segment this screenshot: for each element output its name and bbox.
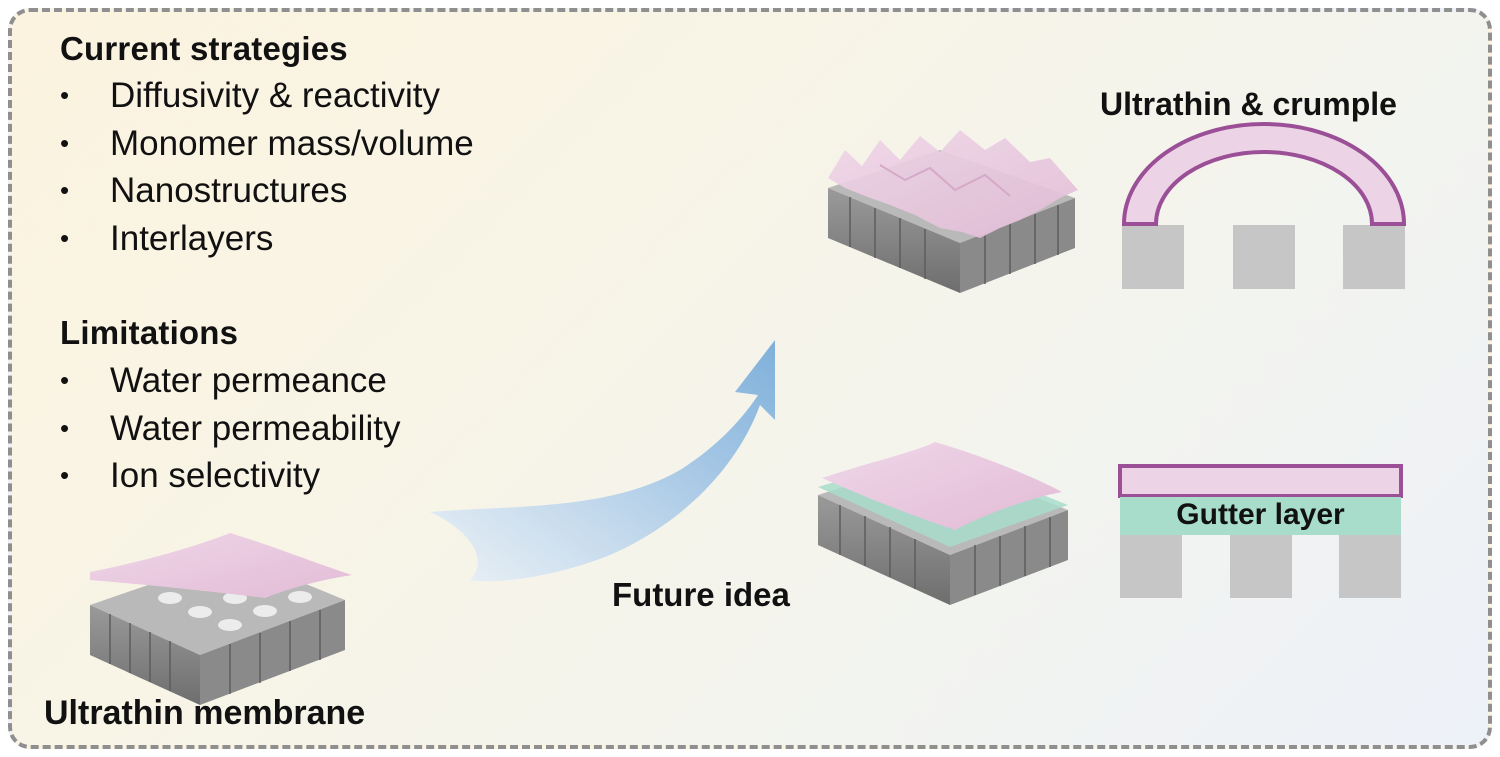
limitations-list: •Water permeance •Water permeability •Io… (60, 357, 400, 500)
list-item: •Diffusivity & reactivity (60, 72, 474, 120)
bullet-dot: • (60, 222, 70, 253)
bullet-dot: • (60, 80, 70, 110)
bullet-dot: • (60, 175, 70, 205)
bullet-dot: • (60, 365, 70, 395)
list-item: •Water permeance (60, 357, 400, 405)
bullet-dot: • (60, 460, 70, 490)
bullet-dot: • (60, 127, 70, 158)
support-pillar (1339, 535, 1401, 598)
gutter-schematic (1118, 464, 1403, 598)
ultrathin-crumple-label: Ultrathin & crumple (1100, 86, 1397, 122)
curved-arrow (430, 340, 775, 582)
crumple-schematic (1121, 122, 1407, 289)
list-item: •Interlayers (60, 215, 474, 263)
crumpled-membrane-illustration (828, 130, 1078, 293)
crumpled-layer (1121, 122, 1407, 226)
support-pillar (1343, 225, 1405, 289)
current-strategies-heading: Current strategies (60, 30, 348, 67)
selective-layer (1118, 464, 1403, 498)
gutter-layer (1120, 497, 1401, 535)
current-strategies-list: •Diffusivity & reactivity •Monomer mass/… (60, 72, 474, 262)
ultrathin-membrane-illustration (90, 533, 352, 705)
support-pillar (1122, 225, 1184, 289)
bullet-dot: • (60, 412, 70, 443)
future-idea-label: Future idea (612, 576, 790, 613)
gutter-layer-label: Gutter layer (1176, 498, 1345, 531)
gutter-membrane-illustration (818, 442, 1068, 605)
limitations-heading: Limitations (60, 314, 239, 351)
support-pillar (1230, 535, 1292, 598)
list-item: •Water permeability (60, 405, 400, 453)
support-pillar (1233, 225, 1295, 289)
list-item: •Nanostructures (60, 167, 474, 215)
list-item: •Ion selectivity (60, 452, 400, 500)
support-pillar (1120, 535, 1182, 598)
list-item: •Monomer mass/volume (60, 120, 474, 168)
ultrathin-membrane-label: Ultrathin membrane (44, 694, 366, 732)
